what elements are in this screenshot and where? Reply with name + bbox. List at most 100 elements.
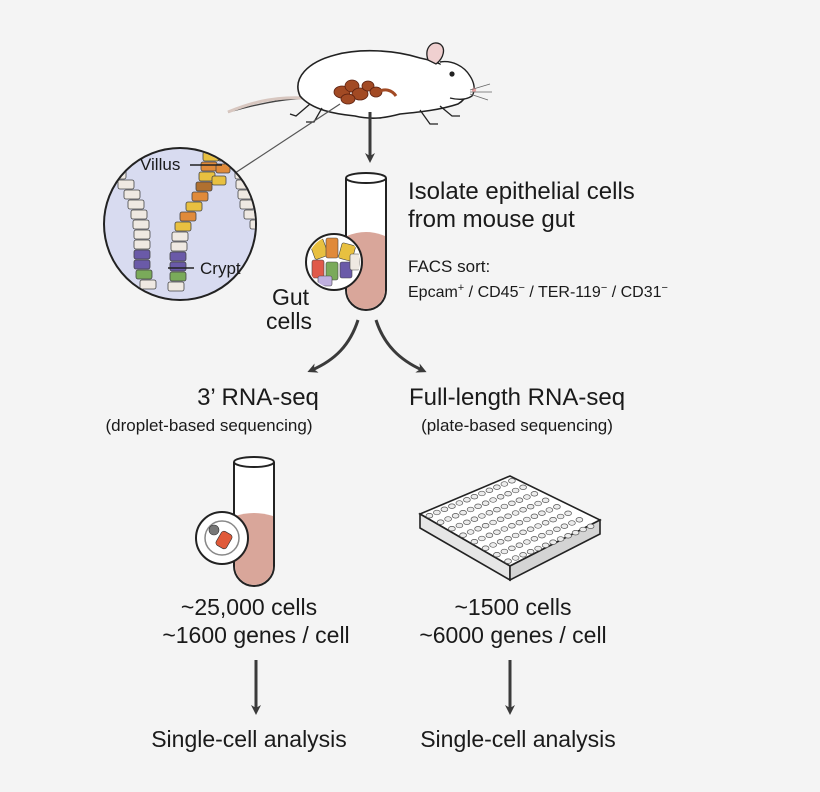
plate-well xyxy=(519,484,527,490)
facs-title: FACS sort: xyxy=(408,257,491,276)
plate-well xyxy=(511,532,520,539)
plate-well xyxy=(534,500,542,507)
plate-well xyxy=(553,526,561,532)
right-genes: ~6000 genes / cell xyxy=(419,622,607,648)
plate-well xyxy=(575,517,584,523)
plate-well xyxy=(478,535,486,542)
plate-well xyxy=(526,526,535,532)
plate-well xyxy=(564,510,572,516)
plate-well xyxy=(541,542,550,548)
plate-well xyxy=(455,522,464,529)
plate-well xyxy=(515,520,524,526)
plate-well xyxy=(545,529,554,536)
plate-well xyxy=(466,506,475,513)
plate-well xyxy=(530,513,539,519)
plate-well xyxy=(564,533,572,539)
crypt-label: Crypt xyxy=(200,259,241,278)
plate-well xyxy=(466,529,475,535)
plate-well xyxy=(459,510,467,516)
droplet-tube xyxy=(233,456,275,587)
plate-well xyxy=(489,542,497,548)
plate-well xyxy=(519,552,527,558)
plate-well xyxy=(481,523,490,529)
plate-well xyxy=(508,523,516,529)
right-analysis: Single-cell analysis xyxy=(420,726,616,752)
plate-well xyxy=(504,536,512,542)
plate-well xyxy=(511,487,520,494)
plate-well xyxy=(500,548,509,555)
plate-well xyxy=(519,529,527,535)
right-detail: (plate-based sequencing) xyxy=(421,416,613,435)
plate-well xyxy=(508,478,516,484)
plate-well xyxy=(549,539,557,545)
plate-well xyxy=(485,532,494,538)
plate-well xyxy=(523,539,531,545)
plate-well xyxy=(586,523,595,529)
plate-well xyxy=(500,526,509,532)
plate-well xyxy=(541,520,550,526)
plate-well xyxy=(508,545,516,551)
plate-well xyxy=(534,545,542,552)
plate-well xyxy=(425,513,434,519)
plate-well xyxy=(485,487,494,493)
right-method: Full-length RNA-seq xyxy=(408,384,626,411)
plate-well xyxy=(481,500,490,506)
plate-well xyxy=(470,494,479,500)
plate-well xyxy=(519,507,527,513)
plate-well xyxy=(463,497,471,503)
plate-well xyxy=(530,491,539,497)
96-well-plate xyxy=(418,475,602,582)
plate-well xyxy=(500,503,509,510)
plate-well xyxy=(515,497,524,503)
plate-well xyxy=(523,494,531,500)
arrow-branch-right xyxy=(374,319,427,373)
plate-well xyxy=(504,558,512,564)
plate-well xyxy=(545,507,554,513)
facs-markers: Epcam+ / CD45− / TER-119− / CD31− xyxy=(408,282,668,301)
plate-well xyxy=(538,533,546,539)
left-genes: ~1600 genes / cell xyxy=(162,622,350,648)
left-cells: ~25,000 cells xyxy=(180,594,318,620)
gut-cells-zoom xyxy=(305,233,363,291)
plate-well xyxy=(448,526,456,532)
droplet-zoom xyxy=(195,511,249,565)
gut-cells-line1: Gut xyxy=(272,284,310,310)
plate-well xyxy=(526,549,535,555)
plate-well xyxy=(500,481,509,487)
isolate-line2: from mouse gut xyxy=(408,206,575,233)
plate-well xyxy=(481,545,490,551)
plate-well xyxy=(504,491,512,497)
plate-well xyxy=(433,509,441,516)
plate-well xyxy=(511,555,520,561)
plate-well xyxy=(485,510,494,516)
plate-well xyxy=(493,529,501,535)
plate-well xyxy=(463,519,471,525)
plate-well xyxy=(493,507,501,513)
plate-well xyxy=(523,516,531,523)
right-cells: ~1500 cells xyxy=(454,594,572,620)
plate-well xyxy=(444,516,452,522)
plate-well xyxy=(556,536,565,542)
plate-well xyxy=(474,503,482,509)
left-detail: (droplet-based sequencing) xyxy=(105,416,313,435)
mouse-illustration xyxy=(227,42,492,125)
plate-well xyxy=(511,510,520,516)
plate-well xyxy=(568,520,576,526)
gut-cells-line2: cells xyxy=(266,308,313,334)
villus-label: Villus xyxy=(140,155,181,174)
plate-well xyxy=(556,513,565,520)
zoom-connector xyxy=(231,103,341,176)
plate-well xyxy=(496,494,505,500)
plate-well xyxy=(526,504,535,510)
plate-well xyxy=(538,510,546,516)
plate-well xyxy=(478,513,486,519)
plate-well xyxy=(496,516,505,522)
plate-well xyxy=(489,519,497,526)
left-method: 3’ RNA-seq xyxy=(197,384,319,411)
plate-well xyxy=(470,539,479,545)
plate-well xyxy=(560,523,569,529)
plate-well xyxy=(489,497,497,503)
plate-well xyxy=(496,539,505,545)
plate-well xyxy=(474,526,482,532)
